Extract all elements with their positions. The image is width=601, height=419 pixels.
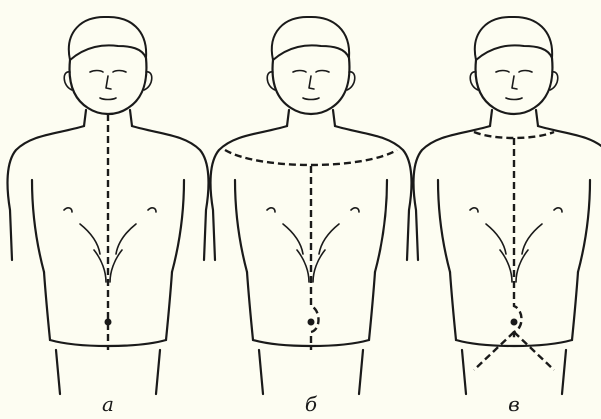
incision-line-right-groin	[514, 332, 554, 370]
figure-b	[211, 17, 412, 394]
incision-line-midline	[514, 138, 522, 340]
incision-line-neck	[474, 132, 554, 138]
figure-c-label: в	[494, 393, 534, 415]
figure-a-label: а	[88, 393, 128, 415]
figure-a	[8, 17, 209, 394]
figure-b-label: б	[291, 393, 331, 415]
incision-line-left-groin	[474, 332, 514, 370]
figure-c	[414, 17, 601, 394]
incision-line-collar	[225, 150, 397, 165]
